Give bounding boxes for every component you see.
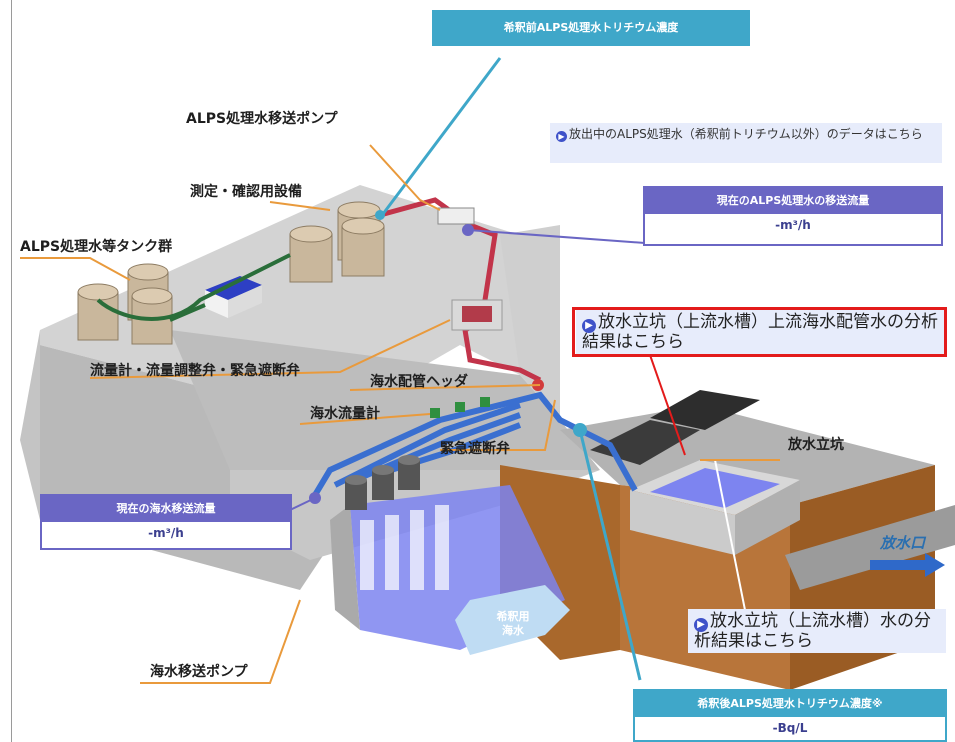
shaft-front [630, 490, 735, 555]
building-wall [205, 290, 228, 318]
shaft-water-link-text: 放水立坑（上流水槽）水の分析結果はこちら [694, 611, 931, 651]
shaft-water [650, 468, 780, 508]
pre-dilution-panel[interactable]: 希釈前ALPS処理水トリチウム濃度 [432, 10, 750, 46]
link-bullet-icon: ▶ [582, 319, 596, 333]
measure-box [437, 207, 475, 225]
left-border [11, 0, 12, 742]
tank-group-label: ALPS処理水等タンク群 [20, 239, 173, 255]
dilution-arrow [455, 585, 570, 655]
shaft-water-link[interactable]: ▶放水立坑（上流水槽）水の分析結果はこちら [688, 609, 946, 653]
outlet-label: 放水口 [880, 534, 926, 552]
alps-flow-title: 現在のALPS処理水の移送流量 [645, 188, 941, 214]
discharge-shaft-label: 放水立坑 [788, 437, 844, 453]
other-data-link[interactable]: ▶放出中のALPS処理水（希釈前トリチウム以外）のデータはこちら [550, 123, 942, 163]
transfer-pump-label: ALPS処理水移送ポンプ [186, 111, 338, 127]
seawater-flow-value: -m³/h [148, 526, 184, 540]
outlet-arrow-icon [870, 553, 945, 577]
flow-meter-valves-label: 流量計・流量調整弁・緊急遮断弁 [90, 363, 300, 379]
mid-block-top [500, 225, 560, 420]
seawater-pump-label: 海水移送ポンプ [150, 664, 248, 680]
outlet-pipe [785, 505, 955, 590]
upstream-pipe-link-text: 放水立坑（上流水槽）上流海水配管水の分析結果はこちら [582, 312, 938, 352]
seawater-pumps [345, 455, 420, 510]
post-dilution-panel[interactable]: 希釈後ALPS処理水トリチウム濃度※ -Bq/L [633, 689, 947, 742]
post-dilution-value: -Bq/L [772, 721, 808, 735]
green-pipe [96, 253, 291, 321]
building-roof [205, 276, 262, 300]
pre-dilution-title: 希釈前ALPS処理水トリチウム濃度 [434, 12, 748, 44]
seawater-header-label: 海水配管ヘッダ [370, 374, 468, 390]
measure-equipment-label: 測定・確認用設備 [190, 184, 302, 200]
selection-highlight [572, 307, 947, 357]
post-dilution-title: 希釈後ALPS処理水トリチウム濃度※ [635, 691, 945, 717]
alps-flow-value: -m³/h [775, 218, 811, 232]
link-bullet-icon: ▶ [556, 131, 567, 142]
upstream-pipe-link[interactable]: ▶放水立坑（上流水槽）上流海水配管水の分析結果はこちら [576, 310, 944, 354]
platform-slope [20, 330, 40, 520]
shaft-side [735, 480, 800, 555]
seawater-flowmeter-label: 海水流量計 [310, 406, 380, 422]
emergency-valve-label: 緊急遮断弁 [440, 441, 510, 457]
seawater-flow-panel[interactable]: 現在の海水移送流量 -m³/h [40, 494, 292, 550]
link-bullet-icon: ▶ [694, 618, 708, 632]
dark-cover-2 [650, 390, 760, 430]
tanks [77, 201, 385, 345]
intake-wall [330, 505, 360, 630]
other-data-link-text: 放出中のALPS処理水（希釈前トリチウム以外）のデータはこちら [569, 127, 923, 141]
dilution-seawater-label: 希釈用 海水 [496, 610, 530, 637]
alps-flow-panel[interactable]: 現在のALPS処理水の移送流量 -m³/h [643, 186, 943, 246]
seawater-flow-title: 現在の海水移送流量 [42, 496, 290, 522]
